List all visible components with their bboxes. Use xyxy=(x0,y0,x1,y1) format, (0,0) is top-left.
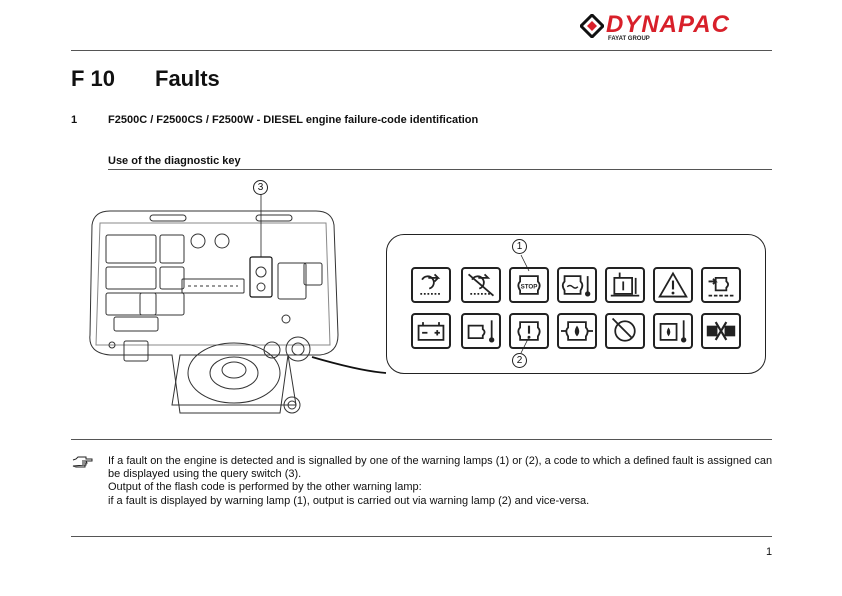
brand-name: DYNAPAC xyxy=(606,11,730,38)
fuel-level-icon xyxy=(605,267,645,303)
note-text: If a fault on the engine is detected and… xyxy=(108,455,776,508)
stop-lamp-icon: STOP xyxy=(509,267,549,303)
note-line-3: if a fault is displayed by warning lamp … xyxy=(108,494,590,507)
engine-service-icon xyxy=(701,267,741,303)
subsection-title: Use of the diagnostic key xyxy=(108,155,241,167)
callout-3: 3 xyxy=(253,180,268,195)
warning-triangle-icon xyxy=(653,267,693,303)
chapter-number: F 10 xyxy=(71,66,116,91)
chapter-title: Faults xyxy=(155,66,220,91)
section-title: F2500C / F2500CS / F2500W - DIESEL engin… xyxy=(108,114,479,126)
svg-text:STOP: STOP xyxy=(521,284,538,291)
note-rule xyxy=(71,439,772,440)
coolant-engine-icon xyxy=(557,267,597,303)
oil-temperature-icon xyxy=(461,313,501,349)
disconnect-icon xyxy=(701,313,741,349)
battery-charge-icon xyxy=(411,313,451,349)
air-filter-icon xyxy=(605,313,645,349)
header-rule xyxy=(71,50,772,51)
lamp-leader-lines xyxy=(520,254,530,354)
pointing-hand-icon xyxy=(72,456,93,468)
dynapac-diamond-icon xyxy=(580,14,604,38)
brand-tagline: FAYAT GROUP xyxy=(608,36,650,42)
dashboard-drawing xyxy=(89,194,387,414)
oil-pressure-icon xyxy=(557,313,597,349)
hydraulic-temperature-icon xyxy=(653,313,693,349)
subsection-rule xyxy=(108,169,772,170)
note-line-2: Output of the flash code is performed by… xyxy=(108,481,422,494)
callout-2: 2 xyxy=(512,353,527,368)
note-line-1: If a fault on the engine is detected and… xyxy=(108,455,773,481)
engine-fault-icon xyxy=(509,313,549,349)
page-number: 1 xyxy=(766,546,773,558)
footer-rule xyxy=(71,536,772,537)
callout-1: 1 xyxy=(512,239,527,254)
dynapac-logo: DYNAPAC FAYAT GROUP xyxy=(580,11,776,46)
warning-lamp-panel: STOP xyxy=(386,234,766,374)
section-number: 1 xyxy=(71,114,78,126)
preheat-battery-icon xyxy=(411,267,451,303)
preheat-off-icon xyxy=(461,267,501,303)
